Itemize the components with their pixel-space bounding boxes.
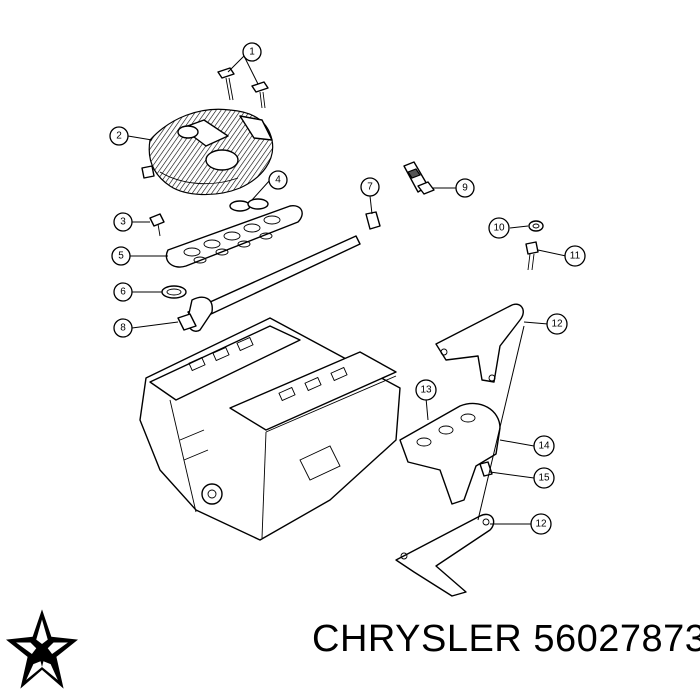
callout-3: 3 (113, 212, 133, 232)
callout-label: 7 (367, 182, 373, 193)
part-exhaust-manifold (399, 402, 501, 505)
part-lower-intake-manifold (165, 205, 303, 268)
part-engine-block (139, 317, 401, 541)
callout-label: 5 (118, 251, 124, 262)
part-number: 56027873 (533, 618, 700, 660)
brand-part-number: CHRYSLER 56027873 (312, 618, 700, 661)
callout-13: 13 (415, 379, 437, 401)
callout-9: 9 (455, 178, 475, 198)
part-coolant-tube (177, 235, 361, 332)
part-bolt-small (149, 213, 165, 237)
callout-15: 15 (533, 467, 555, 489)
callout-2: 2 (109, 126, 129, 146)
chrysler-pentastar-icon (6, 609, 78, 689)
callout-6: 6 (113, 282, 133, 302)
callout-5: 5 (111, 246, 131, 266)
part-fitting (365, 211, 381, 230)
callout-1: 1 (242, 42, 262, 62)
callout-12-upper: 12 (546, 313, 568, 335)
callout-8: 8 (113, 318, 133, 338)
part-heat-shield-upper (435, 303, 524, 383)
part-intake-plenum (141, 108, 274, 196)
part-o-ring (161, 285, 187, 299)
callout-7: 7 (360, 177, 380, 197)
callout-label: 1 (249, 47, 255, 58)
part-sensor (403, 161, 435, 195)
callout-label: 2 (116, 131, 122, 142)
callout-label: 13 (420, 385, 432, 396)
leader-lines (127, 55, 567, 525)
callout-label: 8 (120, 323, 126, 334)
callout-label: 9 (462, 183, 468, 194)
callout-label: 12 (551, 319, 563, 330)
callout-label: 12 (535, 519, 547, 530)
callout-label: 6 (120, 287, 126, 298)
part-heat-shield-lower (395, 513, 495, 597)
callout-label: 14 (538, 441, 550, 452)
part-washer (528, 220, 544, 232)
brand-name: CHRYSLER (312, 618, 523, 660)
callout-label: 10 (493, 223, 505, 234)
callout-10: 10 (488, 217, 510, 239)
callout-label: 15 (538, 473, 550, 484)
callout-label: 3 (120, 217, 126, 228)
callout-14: 14 (533, 435, 555, 457)
callout-11: 11 (564, 245, 586, 267)
callout-label: 4 (275, 175, 281, 186)
callouts: 1 2 3 4 5 6 7 8 (109, 42, 586, 535)
callout-4: 4 (268, 170, 288, 190)
part-gasket-pair (229, 198, 269, 212)
part-bolts (217, 67, 269, 109)
callout-12-lower: 12 (530, 513, 552, 535)
callout-label: 11 (570, 251, 581, 262)
part-drain-plug (525, 241, 539, 271)
